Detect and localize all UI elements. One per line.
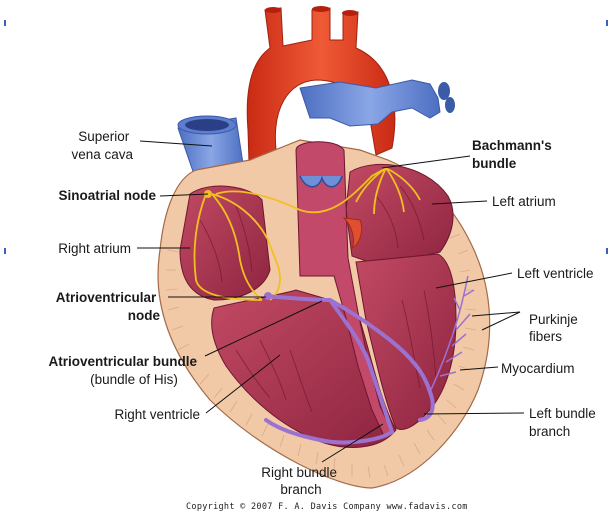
label-purkinje-fibers: Purkinje fibers	[529, 312, 582, 344]
label-sinoatrial-node: Sinoatrial node	[58, 188, 156, 203]
left-atrium-chamber	[346, 164, 453, 266]
label-myocardium: Myocardium	[501, 361, 575, 376]
label-bundle-of-his: (bundle of His)	[90, 372, 178, 387]
copyright-notice: Copyright © 2007 F. A. Davis Company www…	[186, 502, 468, 512]
label-right-atrium: Right atrium	[58, 241, 131, 256]
label-left-ventricle: Left ventricle	[517, 266, 594, 281]
label-left-atrium: Left atrium	[492, 194, 556, 209]
label-left-bundle-branch: Left bundle branch	[529, 406, 600, 439]
label-atrioventricular-node: Atrioventricular node	[56, 290, 161, 323]
label-bachmanns-bundle: Bachmann's bundle	[472, 138, 556, 171]
label-right-ventricle: Right ventricle	[114, 407, 200, 422]
label-right-bundle-branch: Right bundle branch	[261, 465, 341, 497]
label-atrioventricular-bundle: Atrioventricular bundle	[48, 354, 197, 369]
right-atrium-chamber	[180, 186, 270, 300]
label-superior-vena-cava: Superior vena cava	[71, 129, 133, 162]
atrioventricular-node	[264, 292, 272, 300]
